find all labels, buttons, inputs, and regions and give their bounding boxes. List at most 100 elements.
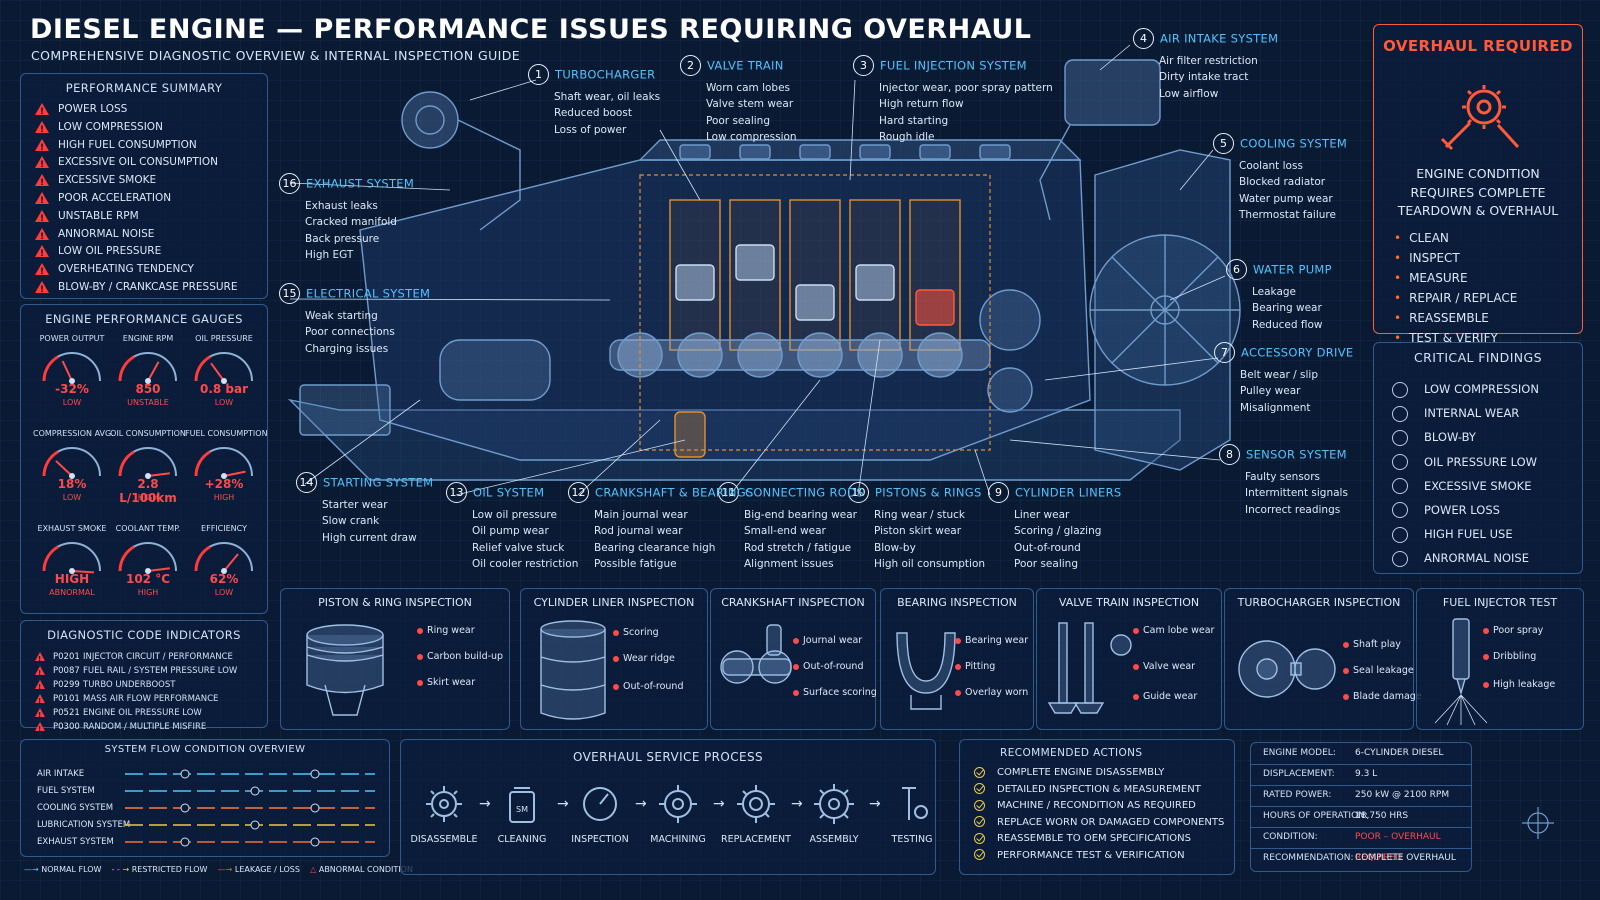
callout-number: 1 bbox=[528, 64, 549, 85]
recommended-action: DETAILED INSPECTION & MEASUREMENT bbox=[974, 782, 1234, 799]
check-circle-icon bbox=[974, 849, 985, 861]
injector-icon bbox=[1434, 618, 1488, 726]
warning-icon bbox=[35, 245, 49, 264]
finding-item: BLOW-BY bbox=[1392, 425, 1582, 449]
inspection-label: Shaft play bbox=[1343, 639, 1401, 650]
gauge-needle bbox=[223, 470, 246, 477]
check-circle-icon bbox=[974, 832, 985, 844]
arrow-icon: → bbox=[557, 796, 569, 812]
critical-findings-title: CRITICAL FINDINGS bbox=[1414, 350, 1542, 365]
cylinder-liner-icon bbox=[540, 620, 606, 720]
gauge-status: LOW bbox=[214, 588, 234, 597]
symptom-item: ANNORMAL NOISE bbox=[35, 226, 267, 246]
process-step-label: TESTING bbox=[891, 834, 933, 845]
callout-number: 15 bbox=[279, 283, 300, 304]
gauge-red-zone bbox=[118, 545, 135, 572]
gauge-red-zone bbox=[194, 355, 211, 382]
overhaul-step: INSPECT bbox=[1394, 248, 1517, 268]
process-step-disassemble: DISASSEMBLE bbox=[407, 782, 481, 845]
inspection-bearing: BEARING INSPECTION Bearing wear Pitting … bbox=[880, 588, 1034, 730]
warning-icon bbox=[35, 666, 45, 680]
gauge-status: LOW bbox=[214, 398, 234, 407]
cleaning-jar-icon: SM bbox=[509, 787, 535, 823]
gauge-needle bbox=[210, 362, 225, 382]
symptom-item: EXCESSIVE SMOKE bbox=[35, 172, 267, 193]
gauge: FUEL CONSUMPTION+28%HIGH bbox=[185, 429, 268, 512]
gauge-dial bbox=[42, 542, 101, 574]
gauge-value: 0.8 bar bbox=[199, 382, 249, 396]
gauge-hub bbox=[69, 568, 75, 574]
check-circle-icon bbox=[974, 783, 985, 795]
gauge-needle bbox=[147, 567, 170, 572]
critical-findings-panel: CRITICAL FINDINGS LOW COMPRESSION INTERN… bbox=[1373, 342, 1583, 574]
inspection-valve-train: VALVE TRAIN INSPECTION Cam lobe wear Val… bbox=[1036, 588, 1222, 730]
callout-title: CRANKSHAFT & BEARINGS bbox=[595, 485, 754, 500]
cleaning-badge-text: SM bbox=[516, 805, 528, 814]
inspection-title: PISTON & RING INSPECTION bbox=[318, 596, 472, 609]
inspection-turbocharger: TURBOCHARGER INSPECTION Shaft play Seal … bbox=[1224, 588, 1422, 730]
gauge-label: FUEL CONSUMPTION bbox=[185, 429, 268, 438]
recommended-actions-list: COMPLETE ENGINE DISASSEMBLY DETAILED INS… bbox=[960, 765, 1234, 865]
inspection-title: TURBOCHARGER INSPECTION bbox=[1237, 596, 1401, 609]
callout-title: PISTONS & RINGS bbox=[875, 485, 982, 500]
gauge-needle bbox=[55, 460, 73, 477]
process-step-machining: MACHINING bbox=[641, 782, 715, 845]
gauge-dial bbox=[118, 352, 177, 384]
gauge-value: HIGH bbox=[54, 572, 90, 586]
finding-item: EXCESSIVE SMOKE bbox=[1392, 474, 1582, 498]
arrow-icon: → bbox=[869, 796, 881, 812]
inspection-title: FUEL INJECTOR TEST bbox=[1442, 596, 1558, 609]
gauge-red-zone bbox=[118, 450, 135, 477]
process-step-label: INSPECTION bbox=[571, 834, 629, 845]
gauge-hub bbox=[221, 378, 227, 384]
finding-item: POWER LOSS bbox=[1392, 498, 1582, 522]
inspection-crankshaft: CRANKSHAFT INSPECTION Journal wear Out-o… bbox=[710, 588, 877, 730]
inspection-label: Out-of-round bbox=[793, 661, 863, 672]
inspection-label: Pitting bbox=[955, 661, 995, 672]
gauge-red-zone bbox=[42, 545, 59, 572]
callout-number: 8 bbox=[1219, 444, 1240, 465]
warning-icon bbox=[35, 652, 45, 666]
crosshair-icon bbox=[1522, 807, 1554, 839]
gauge-label: OIL PRESSURE bbox=[195, 334, 253, 343]
system-flow-panel: SYSTEM FLOW CONDITION OVERVIEW AIR INTAK… bbox=[20, 739, 390, 857]
check-circle-icon bbox=[974, 799, 985, 811]
gauge-status: LOW bbox=[62, 493, 82, 502]
symptom-item: LOW COMPRESSION bbox=[35, 119, 267, 140]
warning-icon bbox=[35, 174, 49, 193]
inspection-label: Valve wear bbox=[1133, 661, 1195, 672]
page-subtitle: COMPREHENSIVE DIAGNOSTIC OVERVIEW & INTE… bbox=[31, 48, 521, 63]
gauge-label: POWER OUTPUT bbox=[39, 334, 105, 343]
gauge-status: ABNORMAL bbox=[49, 588, 95, 597]
gauge-dial bbox=[42, 352, 101, 384]
process-step-label: MACHINING bbox=[650, 834, 706, 845]
flow-row-label: LUBRICATION SYSTEM bbox=[37, 820, 131, 830]
flow-row-label: FUEL SYSTEM bbox=[37, 786, 95, 796]
spec-row: HOURS OF OPERATION:18,750 HRS bbox=[1251, 806, 1471, 828]
callout-number: 7 bbox=[1214, 342, 1235, 363]
warning-icon bbox=[35, 103, 49, 122]
symptom-item: LOW OIL PRESSURE bbox=[35, 243, 267, 264]
callout-title: TURBOCHARGER bbox=[555, 67, 656, 82]
inspection-piston-ring: PISTON & RING INSPECTION Ring wear Carbo… bbox=[280, 588, 510, 730]
gauge-label: ENGINE RPM bbox=[122, 334, 174, 343]
critical-findings-list: LOW COMPRESSION INTERNAL WEAR BLOW-BY OI… bbox=[1374, 377, 1582, 571]
